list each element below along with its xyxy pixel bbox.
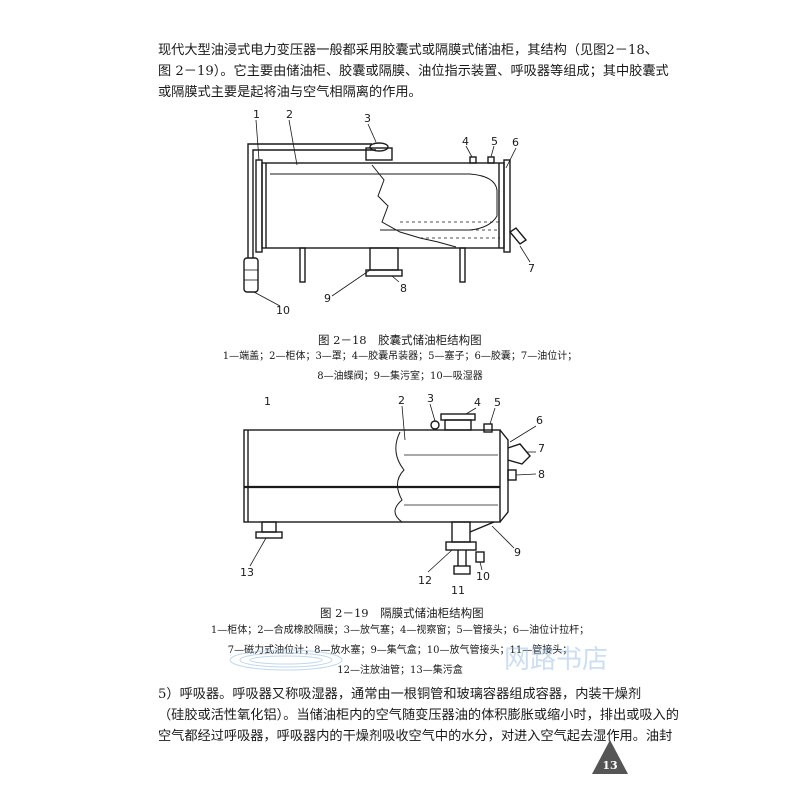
figure-2-18-drawing: 1 2 3 4 5 6 7 8 9 10 xyxy=(243,108,535,317)
watermark-text: 网路书店 xyxy=(504,645,608,675)
part-number: 3 xyxy=(427,392,434,405)
watermark: 网路书店 xyxy=(226,640,626,680)
part-number: 4 xyxy=(462,135,469,148)
text-line: 空气都经过呼吸器，呼吸器内的干燥剂吸收空气中的水分，对进入空气起去湿作用。油封 xyxy=(158,729,673,744)
part-number: 10 xyxy=(476,570,490,583)
page-number: 13 xyxy=(602,759,617,772)
text-line: 图 2－19）。它主要由储油柜、胶囊或隔膜、油位指示装置、呼吸器等组成；其中胶囊… xyxy=(158,64,669,79)
part-number: 10 xyxy=(276,304,290,317)
figure-2-19-caption: 图 2－19 隔膜式储油柜结构图 xyxy=(320,606,484,620)
part-number: 5 xyxy=(494,396,501,409)
page-badge-triangle-icon xyxy=(592,740,628,774)
text-line: 现代大型油浸式电力变压器一般都采用胶囊式或隔膜式储油柜，其结构（见图2－18、 xyxy=(158,43,658,58)
part-number: 4 xyxy=(474,396,481,409)
part-number: 9 xyxy=(514,546,521,559)
tank-body xyxy=(261,162,505,249)
part-number: 6 xyxy=(536,414,543,427)
part-number: 13 xyxy=(240,566,254,579)
part-number: 2 xyxy=(398,394,405,407)
part-number: 5 xyxy=(491,135,498,148)
part-number: 8 xyxy=(538,468,545,481)
text-line: （硅胶或活性氧化铝）。当储油柜内的空气随变压器油的体积膨胀或缩小时，排出或吸入的 xyxy=(158,708,679,723)
part-number: 1 xyxy=(264,395,271,408)
body-paragraph: 5）呼吸器。呼吸器又称吸湿器，通常由一根铜管和玻璃容器组成容器，内装干燥剂 （硅… xyxy=(158,684,679,747)
part-number: 7 xyxy=(528,262,535,275)
page-number-badge: 13 xyxy=(592,740,628,774)
text-line: 5）呼吸器。呼吸器又称吸湿器，通常由一根铜管和玻璃容器组成容器，内装干燥剂 xyxy=(158,687,642,702)
figure-2-19-part-numbers: 1 2 3 4 5 6 7 8 9 10 11 12 13 xyxy=(240,392,545,597)
part-number: 2 xyxy=(286,108,293,121)
figure-2-18-part-numbers: 1 2 3 4 5 6 7 8 9 10 xyxy=(253,108,535,317)
part-number: 9 xyxy=(324,292,331,305)
figure-2-19-drawing: 1 2 3 4 5 6 7 8 9 10 11 12 13 xyxy=(240,392,545,597)
legend-line: 7—磁力式油位计；8—放水塞；9—集气盒；10—放气管接头；11—管接头； xyxy=(227,645,573,656)
tank-body xyxy=(243,429,501,523)
figure-2-18-legend: 1—端盖；2—柜体；3—罩；4—胶囊吊装器；5—塞子；6—胶囊；7—油位计； 8… xyxy=(200,347,600,387)
figure-2-18-caption: 图 2－18 胶囊式储油柜结构图 xyxy=(318,333,482,347)
part-number: 3 xyxy=(364,112,371,125)
part-number: 8 xyxy=(400,282,407,295)
part-number: 7 xyxy=(538,442,545,455)
part-number: 1 xyxy=(253,108,260,121)
legend-line: 12—注放油管；13—集污盒 xyxy=(337,665,463,676)
legend-line: 8—油蝶阀；9—集污室；10—吸湿器 xyxy=(317,371,483,382)
legend-line: 1—端盖；2—柜体；3—罩；4—胶囊吊装器；5—塞子；6—胶囊；7—油位计； xyxy=(222,351,578,362)
part-number: 12 xyxy=(418,574,432,587)
legend-line: 1—柜体；2—合成橡胶隔膜；3—放气塞；4—视察窗；5—管接头；6—油位计拉杆； xyxy=(210,625,590,636)
intro-paragraph: 现代大型油浸式电力变压器一般都采用胶囊式或隔膜式储油柜，其结构（见图2－18、 … xyxy=(158,40,669,103)
watermark-rings-icon: 网路书店 xyxy=(229,645,608,675)
part-number: 11 xyxy=(451,584,465,597)
text-line: 或隔膜式主要是起将油与空气相隔离的作用。 xyxy=(158,85,422,100)
figure-2-19-legend: 1—柜体；2—合成橡胶隔膜；3—放气塞；4—视察窗；5—管接头；6—油位计拉杆；… xyxy=(200,621,600,681)
part-number: 6 xyxy=(512,136,519,149)
